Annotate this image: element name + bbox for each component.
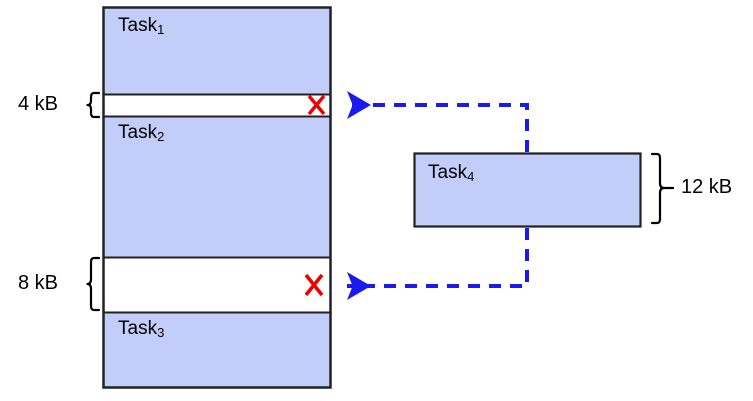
task4-size-label: 12 kB — [681, 176, 733, 198]
task2-label-subscript: 2 — [157, 129, 165, 144]
memory-segment-task1 — [102, 6, 332, 96]
memory-segment-hole-8kb — [102, 256, 332, 314]
task3-label-text: Task — [118, 318, 158, 339]
task4-block — [413, 152, 642, 228]
brace-8kb — [86, 256, 101, 312]
task1-label: Task1 — [118, 15, 165, 37]
hole-4kb-size-label: 4 kB — [18, 93, 59, 115]
task4-label: Task4 — [428, 162, 475, 184]
task4-label-subscript: 4 — [467, 169, 475, 184]
main-memory-column — [102, 6, 332, 389]
memory-segment-task2 — [102, 115, 332, 259]
hole-8kb-size-label: 8 kB — [18, 272, 59, 294]
task2-label-text: Task — [118, 122, 158, 143]
task4-label-text: Task — [428, 162, 468, 183]
brace-12kb — [650, 152, 675, 225]
task3-label: Task3 — [118, 318, 165, 340]
task3-label-subscript: 3 — [157, 325, 165, 340]
arrow-to-hole-8kb — [347, 228, 529, 300]
cross-icon-hole-8kb — [304, 273, 324, 297]
brace-4kb — [86, 91, 101, 119]
cross-icon-hole-4kb — [307, 94, 326, 116]
task1-label-text: Task — [118, 15, 158, 36]
memory-segment-hole-4kb — [102, 93, 332, 118]
arrow-to-hole-4kb — [347, 91, 529, 152]
task2-label: Task2 — [118, 122, 165, 144]
task4-block-rect — [413, 152, 642, 228]
memory-column-border — [102, 6, 332, 389]
task1-label-subscript: 1 — [157, 22, 165, 37]
